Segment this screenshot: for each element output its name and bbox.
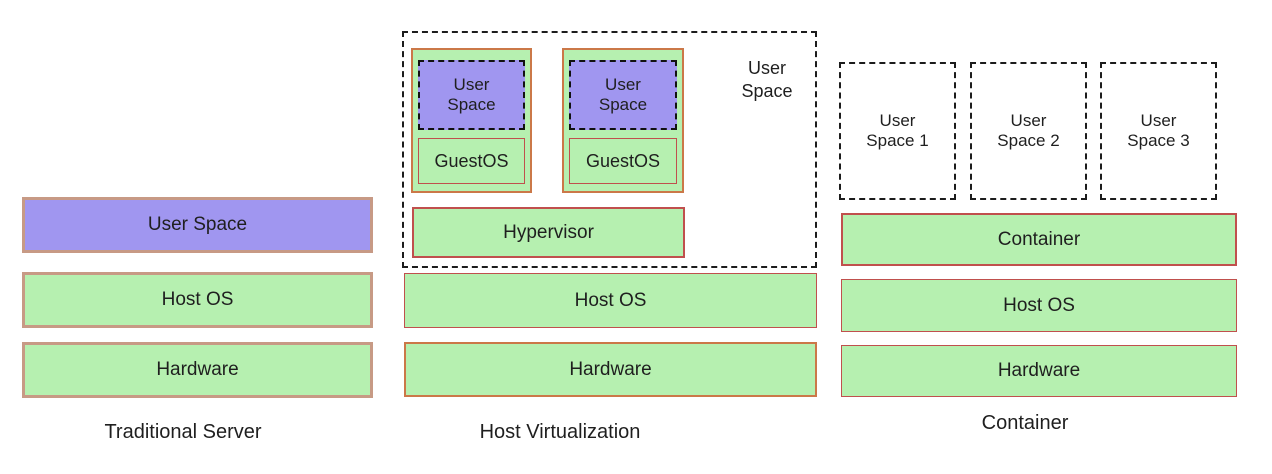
- virtualization-host-os-box: Host OS: [404, 273, 817, 328]
- hypervisor-box: Hypervisor: [412, 207, 685, 258]
- vm-2-user-space-box: User Space: [569, 60, 677, 130]
- traditional-user-space-box: User Space: [22, 197, 373, 253]
- traditional-host-os-box: Host OS: [22, 272, 373, 328]
- vm-1-user-space-box: User Space: [418, 60, 525, 130]
- traditional-server-label: Traditional Server: [104, 421, 262, 443]
- container-user-space-1-box: User Space 1: [839, 62, 956, 200]
- container-host-os-box: Host OS: [841, 279, 1237, 332]
- vm-1: User Space GuestOS: [411, 48, 532, 193]
- host-virtualization-label: Host Virtualization: [479, 421, 641, 443]
- virtualization-hardware-box: Hardware: [404, 342, 817, 397]
- traditional-hardware-box: Hardware: [22, 342, 373, 398]
- vm-2-user-space-label: User Space: [598, 74, 648, 114]
- container-layer-box: Container: [841, 213, 1237, 266]
- container-user-space-1-label: User Space 1: [866, 111, 929, 150]
- virtualization-outer-user-space-label: User Space: [741, 58, 793, 101]
- container-hardware-box: Hardware: [841, 345, 1237, 397]
- vm-2-guest-os-box: GuestOS: [569, 138, 677, 184]
- vm-2: User Space GuestOS: [562, 48, 684, 193]
- container-user-space-3-box: User Space 3: [1100, 62, 1217, 200]
- container-user-space-3-label: User Space 3: [1127, 111, 1190, 150]
- container-label: Container: [981, 412, 1069, 434]
- vm-1-guest-os-box: GuestOS: [418, 138, 525, 184]
- container-user-space-2-box: User Space 2: [970, 62, 1087, 200]
- container-user-space-2-label: User Space 2: [997, 111, 1060, 150]
- vm-1-user-space-label: User Space: [447, 74, 496, 114]
